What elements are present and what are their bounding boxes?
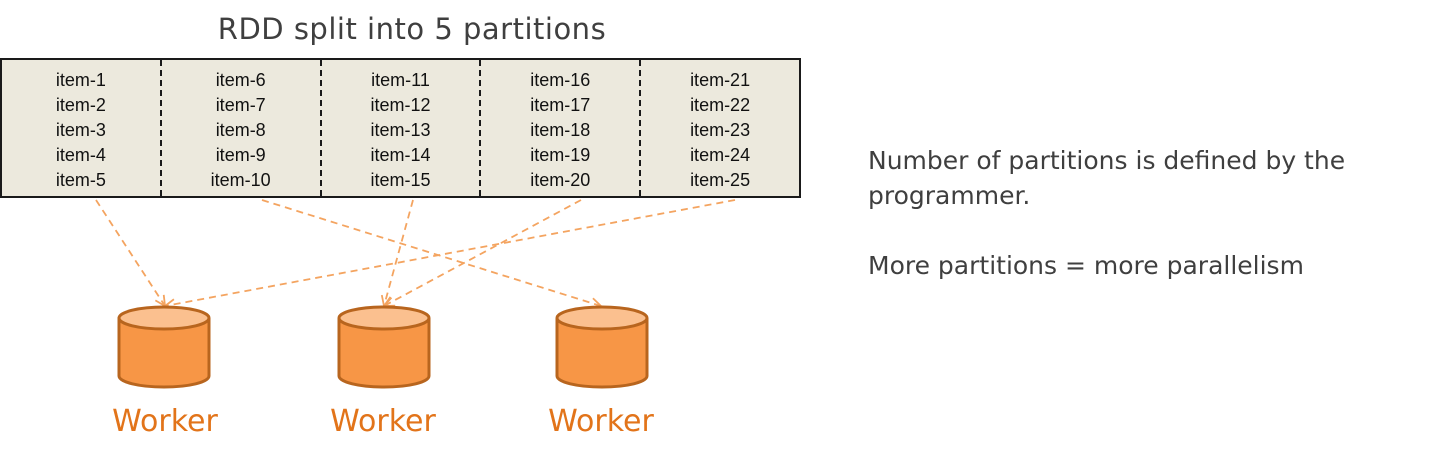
partition-item: item-24 (690, 145, 751, 165)
partition-item: item-15 (370, 170, 431, 190)
database-cylinder-icon (337, 305, 431, 389)
worker-3: Worker (536, 304, 666, 439)
database-cylinder-icon (555, 305, 649, 389)
partition-item: item-5 (55, 170, 106, 190)
partition-item: item-14 (370, 145, 431, 165)
partition-item: item-17 (530, 95, 591, 115)
worker-label: Worker (330, 404, 436, 439)
arrow-partition-5-to-worker-1 (165, 199, 736, 306)
partition-item: item-12 (370, 95, 431, 115)
worker-label: Worker (112, 404, 218, 439)
worker-2: Worker (318, 304, 448, 439)
partition-4: item-16 item-17 item-18 item-19 item-20 (479, 60, 639, 196)
rdd-box: item-1 item-2 item-3 item-4 item-5 item-… (0, 58, 801, 198)
partition-item: item-7 (215, 95, 266, 115)
partition-item: item-22 (690, 95, 751, 115)
partition-item: item-11 (371, 70, 430, 90)
arrow-partition-3-to-worker-2 (384, 199, 414, 306)
partition-item: item-2 (55, 95, 106, 115)
worker-1: Worker (100, 304, 230, 439)
diagram-title: RDD split into 5 partitions (217, 12, 607, 46)
partition-item: item-25 (690, 170, 751, 190)
partition-item: item-9 (215, 145, 266, 165)
partition-item: item-19 (530, 145, 591, 165)
partition-item: item-20 (530, 170, 591, 190)
partition-item: item-10 (210, 170, 271, 190)
partition-item: item-8 (215, 120, 266, 140)
note-parallelism: More partitions = more parallelism (868, 251, 1304, 280)
partition-item: item-21 (690, 70, 751, 90)
arrow-partition-2-to-worker-3 (261, 199, 601, 306)
arrow-partition-4-to-worker-2 (384, 199, 582, 306)
partition-3: item-11 item-12 item-13 item-14 item-15 (319, 60, 480, 196)
partition-item: item-18 (530, 120, 591, 140)
partition-1: item-1 item-2 item-3 item-4 item-5 (2, 60, 160, 196)
note-partitions-defined: Number of partitions is defined by the p… (868, 146, 1346, 210)
partition-item: item-23 (690, 120, 751, 140)
partition-2: item-6 item-7 item-8 item-9 item-10 (159, 60, 320, 196)
partition-5: item-21 item-22 item-23 item-24 item-25 (639, 60, 799, 196)
arrow-partition-1-to-worker-1 (95, 199, 165, 306)
partition-item: item-3 (55, 120, 106, 140)
partition-item: item-1 (55, 70, 106, 90)
partition-item: item-16 (530, 70, 591, 90)
partition-item: item-6 (215, 70, 266, 90)
worker-label: Worker (548, 404, 654, 439)
database-cylinder-icon (117, 305, 211, 389)
partition-item: item-13 (370, 120, 431, 140)
partition-item: item-4 (55, 145, 106, 165)
